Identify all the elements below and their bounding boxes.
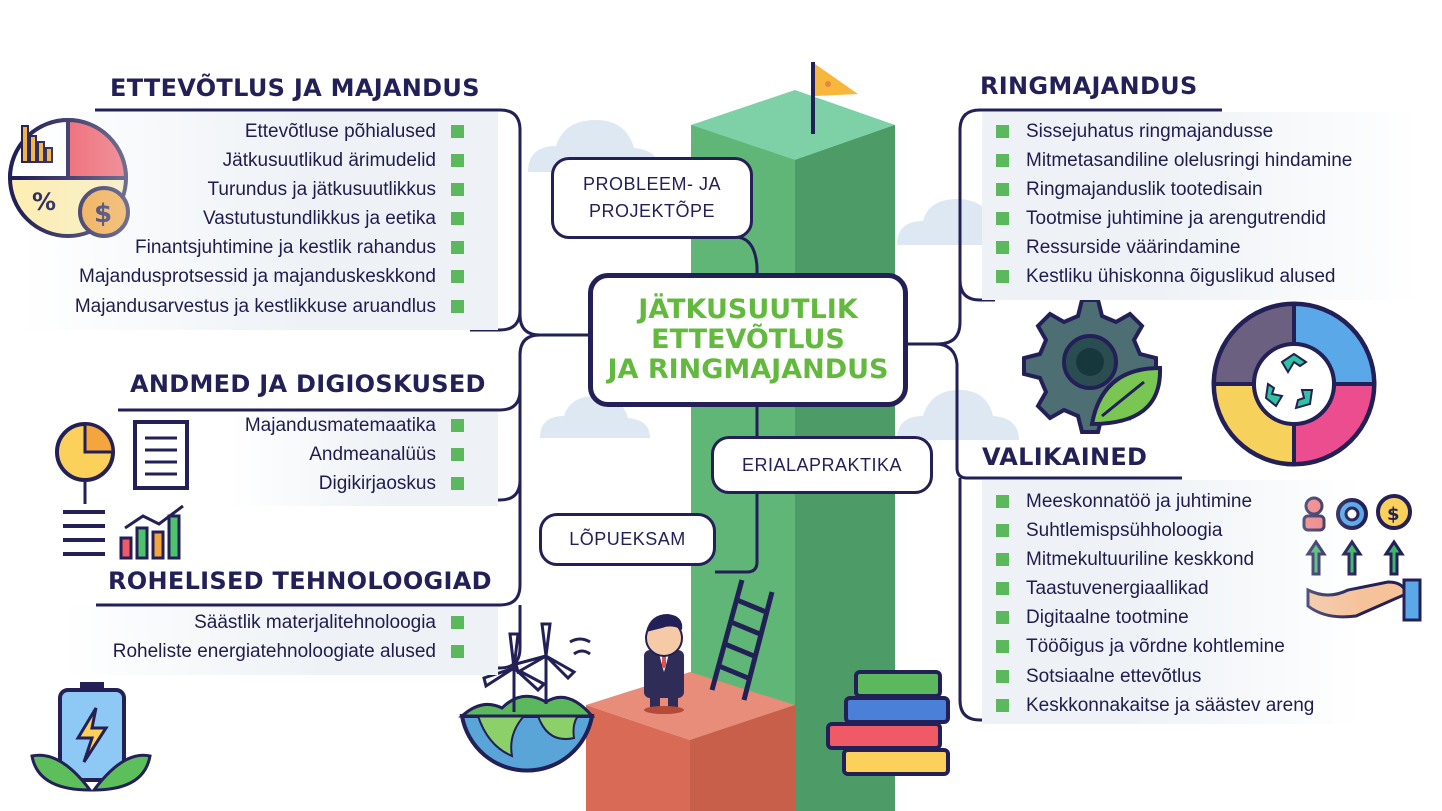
bullet-square (996, 669, 1009, 683)
list-item: Säästlik materjalitehnoloogia (113, 608, 480, 637)
box-label: LÕPUEKSAM (569, 529, 686, 549)
valikained-list: Meeskonnatöö ja juhtimine Suhtlemispsühh… (984, 487, 1314, 720)
ettevotlus-list: Ettevõtluse põhialused Jätkusuutlikud är… (75, 117, 480, 321)
bullet-square (451, 448, 464, 462)
gear-leaf-icon (1022, 298, 1163, 434)
bullet-square (451, 645, 464, 659)
valikained-panel (982, 480, 1362, 724)
bullet-square (451, 241, 464, 255)
list-item: Turundus ja jätkusuutlikkus (75, 175, 480, 204)
wind-turbine-globe-icon (458, 622, 596, 773)
ringmajandus-title: RINGMAJANDUS (980, 72, 1198, 100)
list-item: Vastutustundlikkus ja eetika (75, 204, 480, 233)
flag-icon (811, 62, 858, 134)
list-item: Kestliku ühiskonna õiguslikud alused (984, 262, 1352, 291)
andmed-list: Majandusmatemaatika Andmeanalüüs Digikir… (245, 411, 480, 498)
center-title-line: ETTEVÕTLUS (651, 324, 845, 355)
svg-text:$: $ (1387, 504, 1400, 525)
list-item: Ressurside väärindamine (984, 233, 1352, 262)
bullet-square (996, 241, 1009, 255)
list-item: Digitaalne tootmine (984, 603, 1314, 632)
bullet-square (996, 611, 1009, 625)
box-label-line: PROJEKTÕPE (588, 201, 716, 221)
businessman-icon (644, 614, 684, 714)
ettevotlus-title: ETTEVÕTLUS JA MAJANDUS (110, 74, 480, 102)
bullet-square (996, 270, 1009, 284)
bullet-square (996, 212, 1009, 226)
list-item: Finantsjuhtimine ja kestlik rahandus (75, 233, 480, 262)
lopueksam-box: LÕPUEKSAM (539, 513, 716, 566)
list-item: Sissejuhatus ringmajandusse (984, 117, 1352, 146)
ringmajandus-panel (982, 112, 1422, 300)
list-item: Sotsiaalne ettevõtlus (984, 662, 1314, 691)
rohelised-panel (60, 607, 498, 675)
bullet-square (451, 419, 464, 432)
list-item: Ringmajanduslik tootedisain (984, 175, 1352, 204)
bullet-square (451, 270, 464, 284)
ettevotlus-panel (20, 112, 498, 330)
box-label-line: PROBLEEM- JA (582, 174, 722, 194)
rohelised-list: Säästlik materjalitehnoloogia Roheliste … (113, 608, 480, 666)
list-item: Majandusprotsessid ja majanduskeskkond (75, 262, 480, 291)
list-item: Tootmise juhtimine ja arengutrendid (984, 204, 1352, 233)
ringmajandus-list: Sissejuhatus ringmajandusse Mitmetasandi… (984, 117, 1352, 292)
bullet-square (996, 698, 1009, 712)
list-item: Meeskonnatöö ja juhtimine (984, 487, 1314, 516)
books-stack-icon (826, 670, 950, 776)
bullet-square (451, 299, 464, 313)
valikained-title: VALIKAINED (982, 443, 1148, 471)
bullet-square (996, 125, 1009, 138)
bullet-square (451, 154, 464, 168)
data-charts-icon (55, 420, 189, 560)
list-item: Taastuvenergiaallikad (984, 574, 1314, 603)
bullet-square (996, 582, 1009, 596)
erialapraktika-box: ERIALAPRAKTIKA (711, 436, 933, 494)
list-item: Mitmekultuuriline keskkond (984, 545, 1314, 574)
center-title-line: JA RINGMAJANDUS (607, 354, 889, 385)
bullet-square (451, 616, 464, 629)
bullet-square (996, 495, 1009, 508)
list-item: Roheliste energiatehnoloogiate alused (113, 637, 480, 666)
list-item: Mitmetasandiline olelusringi hindamine (984, 146, 1352, 175)
bullet-square (451, 183, 464, 197)
list-item: Majandusmatemaatika (245, 411, 480, 440)
ladder-icon (709, 579, 775, 701)
recycle-circle-icon (1211, 301, 1377, 467)
bullet-square (996, 640, 1009, 654)
list-item: Andmeanalüüs (245, 440, 480, 469)
bullet-square (451, 125, 464, 138)
list-item: Jätkusuutlikud ärimudelid (75, 146, 480, 175)
list-item: Suhtlemispsühholoogia (984, 516, 1314, 545)
bullet-square (996, 524, 1009, 538)
andmed-title: ANDMED JA DIGIOSKUSED (130, 370, 486, 398)
probleem-projektope-box: PROBLEEM- JA PROJEKTÕPE (551, 157, 753, 239)
stair-block (586, 672, 795, 811)
list-item: Keskkonnakaitse ja säästev areng (984, 691, 1314, 720)
bullet-square (996, 154, 1009, 168)
bullet-square (996, 183, 1009, 197)
bullet-square (451, 477, 464, 491)
rohelised-title: ROHELISED TEHNOLOOGIAD (108, 567, 492, 595)
bullet-square (996, 553, 1009, 567)
list-item: Digikirjaoskus (245, 469, 480, 498)
bullet-square (451, 212, 464, 226)
list-item: Majandusarvestus ja kestlikkuse aruandlu… (75, 292, 480, 321)
list-item: Ettevõtluse põhialused (75, 117, 480, 146)
center-title-line: JÄTKUSUUTLIK (638, 294, 858, 325)
green-battery-icon (30, 682, 152, 792)
box-label: ERIALAPRAKTIKA (741, 454, 903, 475)
connectors (95, 108, 1222, 722)
list-item: Tööõigus ja võrdne kohtlemine (984, 632, 1314, 661)
center-title-box: JÄTKUSUUTLIK ETTEVÕTLUS JA RINGMAJANDUS (588, 273, 908, 407)
